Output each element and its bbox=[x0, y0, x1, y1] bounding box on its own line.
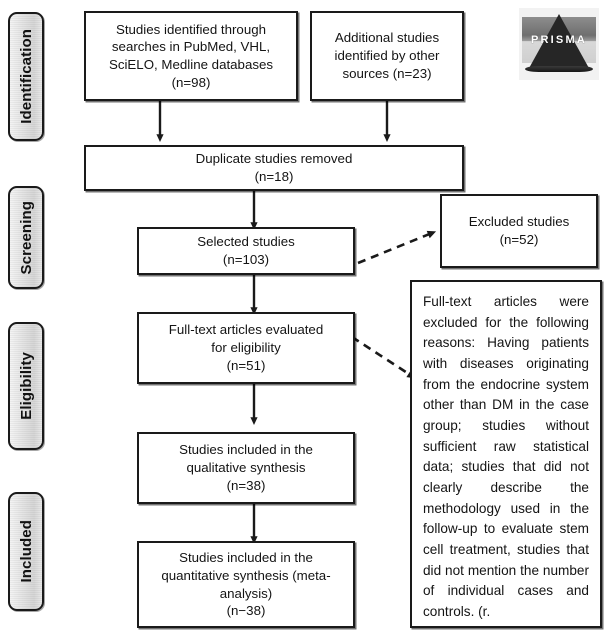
box-fulltext-articles-evaluated-text: Full-text articles evaluated for eligibi… bbox=[168, 322, 324, 373]
box-qualitative-synthesis: Studies included in the qualitative synt… bbox=[137, 432, 355, 504]
stage-tab-eligibility: Eligibility bbox=[8, 322, 44, 450]
prisma-logo-triangle-icon bbox=[528, 14, 590, 70]
box-duplicate-studies-removed: Duplicate studies removed (n=18) bbox=[84, 145, 464, 191]
box-qualitative-synthesis-text: Studies included in the qualitative synt… bbox=[179, 442, 313, 493]
arrow-selected-to-excluded bbox=[357, 230, 437, 265]
box-quantitative-synthesis-text: Studies included in the quantitative syn… bbox=[161, 550, 331, 619]
box-studies-identified-databases-text: Studies identified through searches in P… bbox=[108, 21, 274, 90]
box-excluded-studies-text: Excluded studies (n=52) bbox=[468, 214, 570, 247]
box-excluded-studies: Excluded studies (n=52) bbox=[440, 194, 598, 268]
box-duplicate-studies-removed-text: Duplicate studies removed (n=18) bbox=[195, 151, 353, 184]
stage-label-eligibility: Eligibility bbox=[17, 352, 35, 420]
box-fulltext-articles-evaluated: Full-text articles evaluated for eligibi… bbox=[137, 312, 355, 384]
box-selected-studies-text: Selected studies (n=103) bbox=[197, 234, 295, 267]
box-additional-studies-other-sources: Additional studies identified by other s… bbox=[310, 11, 464, 101]
prisma-logo: PRISMA bbox=[519, 8, 599, 80]
stage-tab-included: Included bbox=[8, 492, 44, 611]
box-exclusion-reasons-text: Full-text articles were excluded for the… bbox=[423, 294, 589, 619]
stage-label-screening: Screening bbox=[17, 200, 35, 275]
prisma-logo-base bbox=[525, 66, 593, 72]
box-exclusion-reasons: Full-text articles were excluded for the… bbox=[410, 280, 602, 628]
prisma-logo-wordmark: PRISMA bbox=[531, 34, 587, 46]
stage-label-included: Included bbox=[17, 520, 35, 583]
box-selected-studies: Selected studies (n=103) bbox=[137, 227, 355, 275]
arrow-fulltext-to-reasons bbox=[351, 335, 416, 379]
box-additional-studies-other-sources-text: Additional studies identified by other s… bbox=[334, 30, 440, 81]
stage-label-identification: Identification bbox=[17, 29, 35, 124]
stage-tab-identification: Identification bbox=[8, 12, 44, 141]
stage-tab-screening: Screening bbox=[8, 186, 44, 289]
box-quantitative-synthesis: Studies included in the quantitative syn… bbox=[137, 541, 355, 628]
box-studies-identified-databases: Studies identified through searches in P… bbox=[84, 11, 298, 101]
